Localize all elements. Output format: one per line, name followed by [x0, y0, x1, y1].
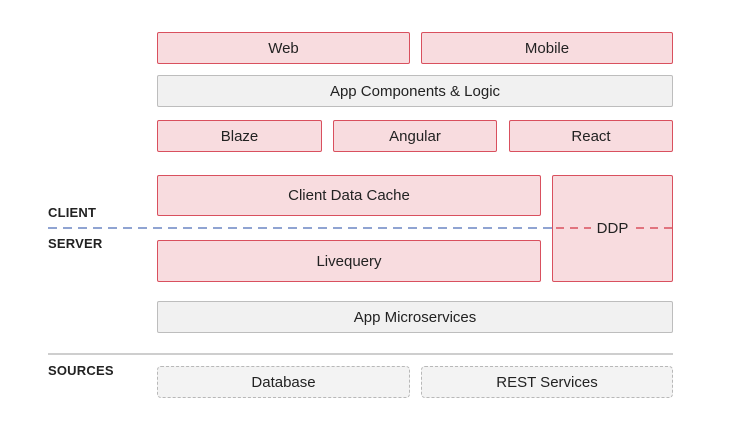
web-box: Web: [157, 32, 410, 64]
app-microservices-box: App Microservices: [157, 301, 673, 333]
angular-box: Angular: [333, 120, 497, 152]
database-label: Database: [251, 373, 316, 391]
app-microservices-label: App Microservices: [353, 308, 477, 326]
server-label: SERVER: [48, 236, 103, 251]
sources-label: SOURCES: [48, 363, 114, 378]
angular-label: Angular: [389, 127, 441, 145]
blaze-box: Blaze: [157, 120, 322, 152]
app-components-box: App Components & Logic: [157, 75, 673, 107]
app-components-label: App Components & Logic: [329, 82, 501, 100]
client-data-cache-label: Client Data Cache: [288, 187, 410, 204]
client-data-cache-box: Client Data Cache: [157, 175, 541, 216]
ddp-label-wrap: DDP: [552, 218, 673, 238]
database-box: Database: [157, 366, 410, 398]
react-box: React: [509, 120, 673, 152]
rest-services-label: REST Services: [496, 373, 598, 391]
mobile-label: Mobile: [524, 39, 570, 57]
ddp-label: DDP: [590, 219, 635, 237]
blaze-label: Blaze: [220, 127, 259, 145]
react-label: React: [571, 127, 611, 145]
livequery-box: Livequery: [157, 240, 541, 282]
web-label: Web: [268, 39, 299, 57]
mobile-box: Mobile: [421, 32, 673, 64]
livequery-label: Livequery: [316, 252, 382, 270]
client-label: CLIENT: [48, 205, 97, 220]
rest-services-box: REST Services: [421, 366, 673, 398]
